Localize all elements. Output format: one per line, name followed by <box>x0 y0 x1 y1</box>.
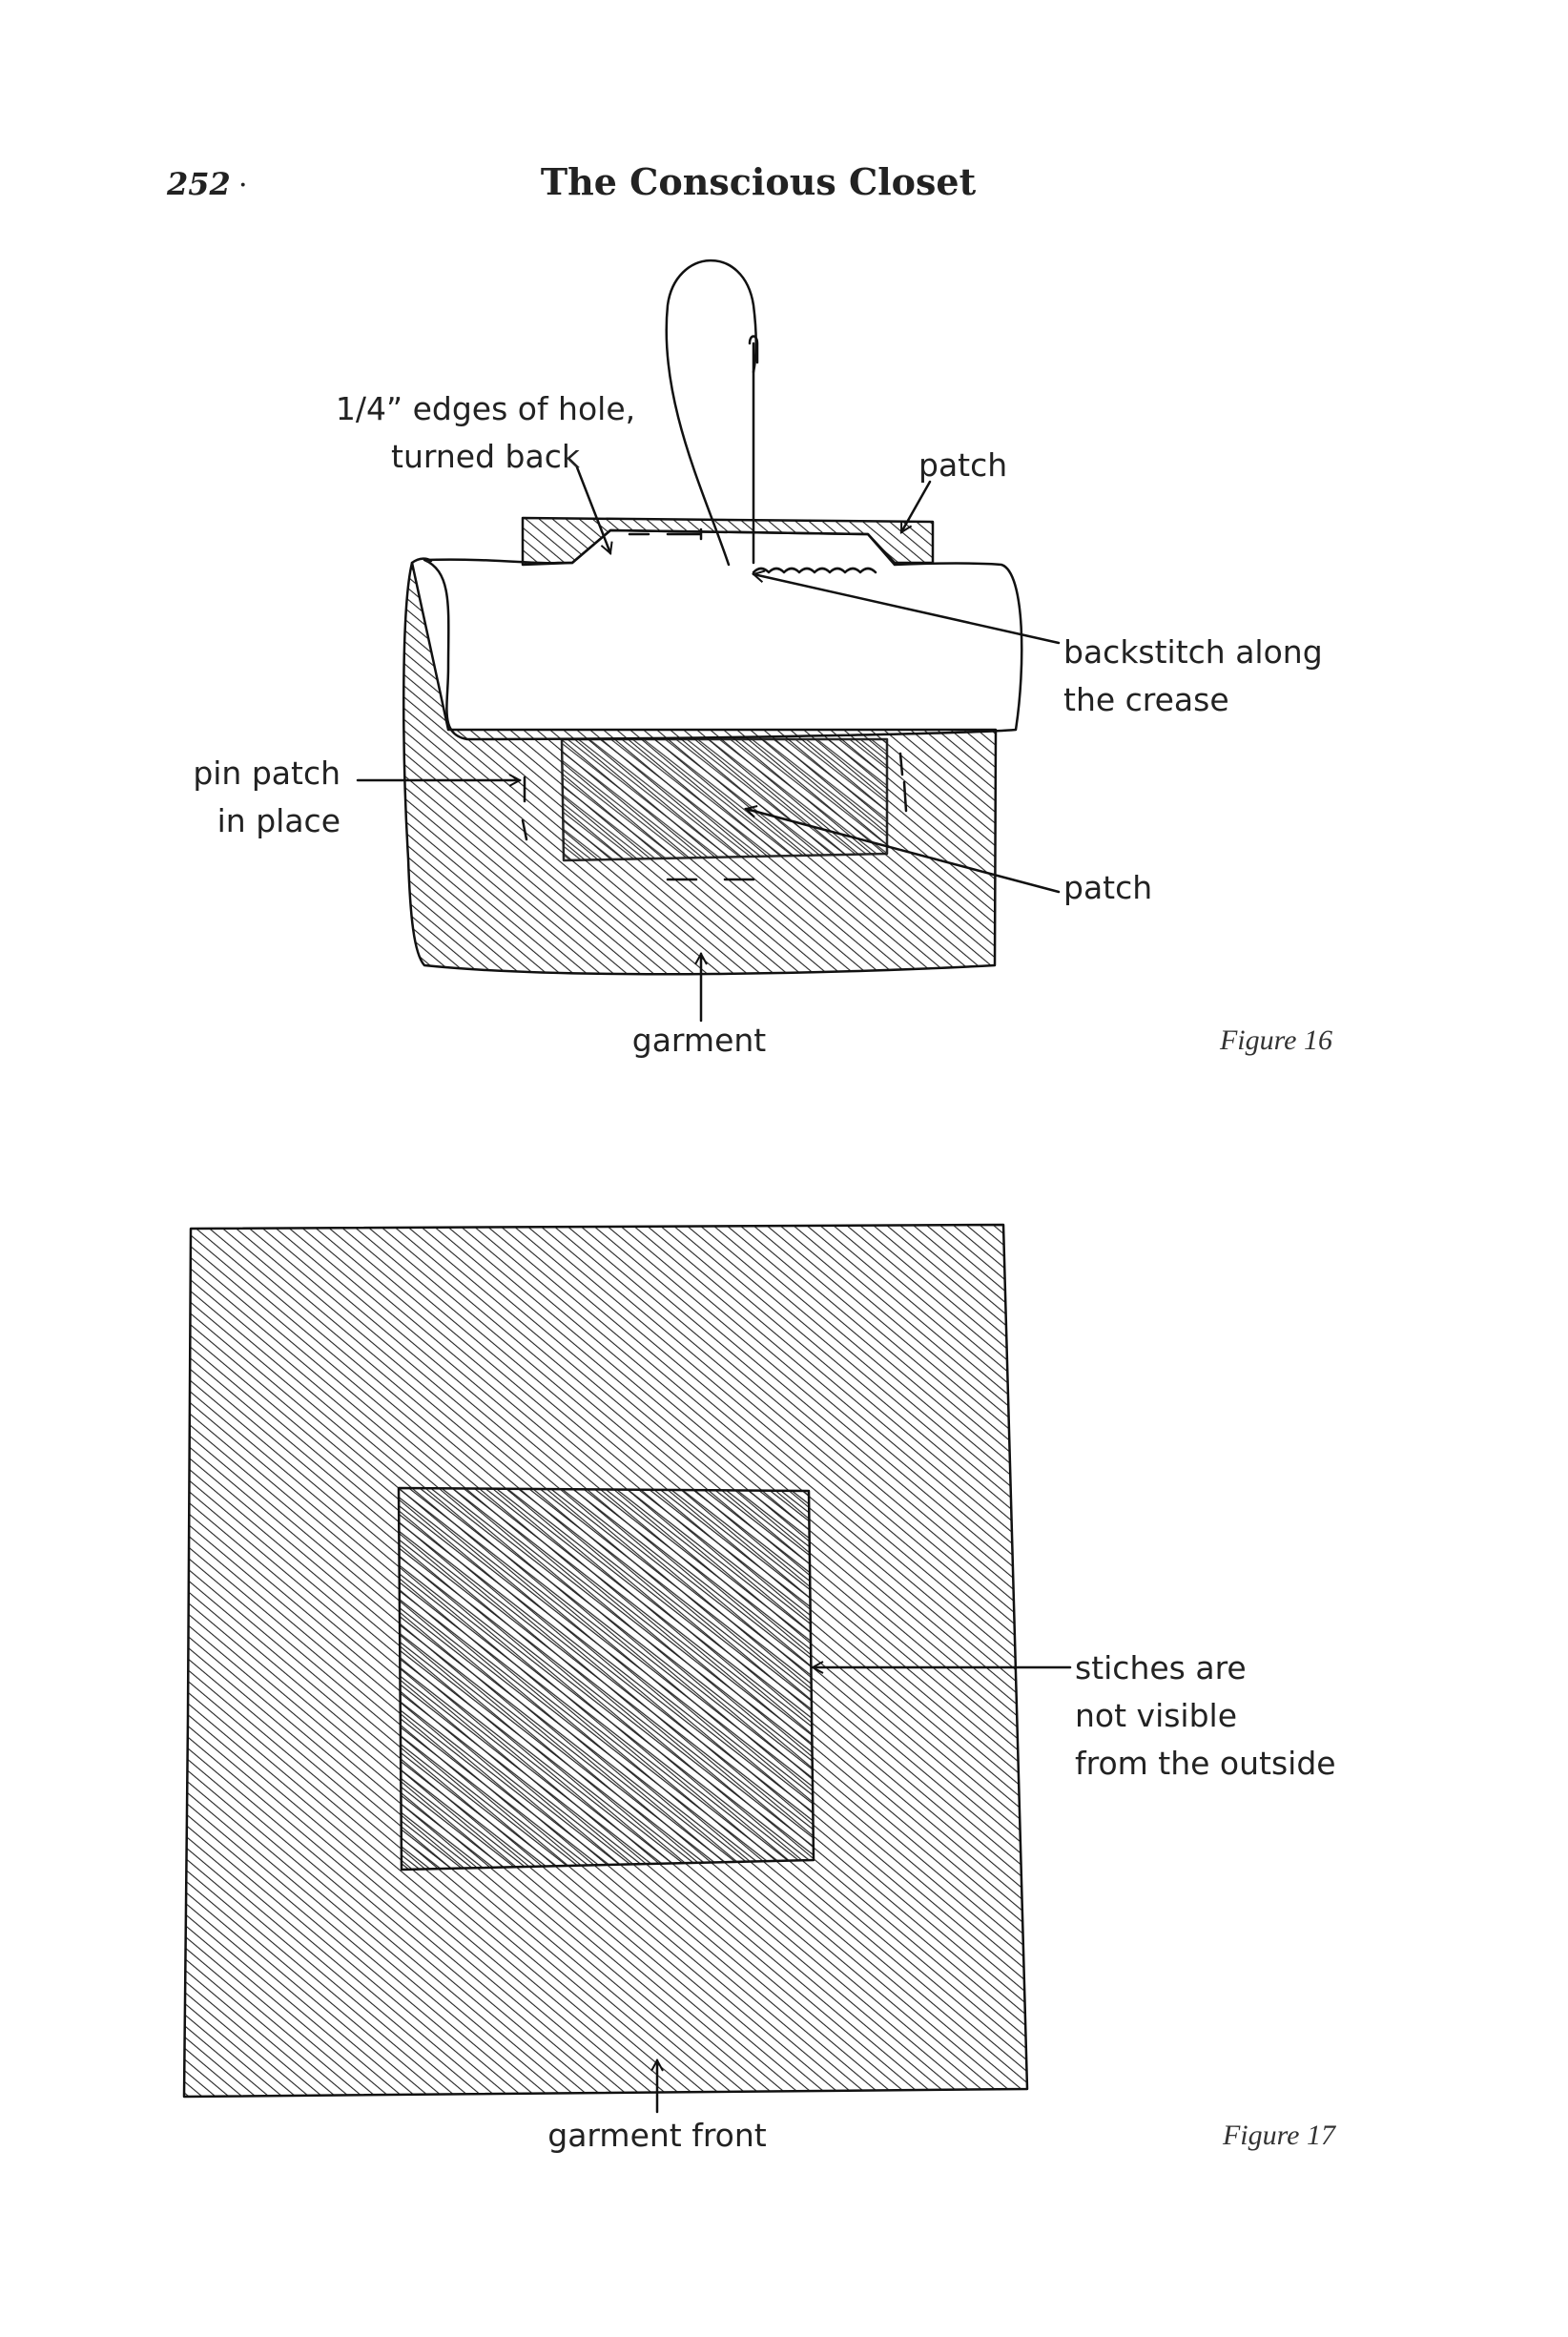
fold-edge <box>410 557 433 565</box>
pin-marks <box>521 527 908 881</box>
book-title: The Conscious Closet <box>541 160 977 203</box>
backstitch-crease <box>752 567 877 574</box>
label-patch-top: patch <box>918 446 1007 484</box>
leader-backstitch <box>753 574 1061 645</box>
label-backstitch-line2: the crease <box>1063 681 1229 718</box>
label-edges-line1: 1/4” edges of hole, <box>336 390 635 427</box>
thread-icon <box>665 259 757 567</box>
needle-icon <box>748 335 759 565</box>
page-number: 252 <box>166 166 231 202</box>
header-separator: · <box>238 169 248 202</box>
folded-fabric-shape <box>423 528 1023 741</box>
label-backstitch-line1: backstitch along <box>1063 633 1323 671</box>
label-edges-line2: turned back <box>391 438 581 475</box>
label-pin-line2: in place <box>217 802 340 839</box>
label-patch-inner: patch <box>1063 869 1152 906</box>
label-stitches-line1: stiches are <box>1075 1649 1247 1686</box>
leader-patch-inner <box>746 809 1061 894</box>
label-stitches-line2: not visible <box>1075 1697 1237 1734</box>
label-garment-front: garment front <box>547 2117 767 2154</box>
leader-edges <box>575 465 610 553</box>
page-header: 252 · The Conscious Closet <box>166 160 977 203</box>
label-pin-line1: pin patch <box>193 755 340 792</box>
label-garment: garment <box>632 1022 767 1059</box>
label-stitches-line3: from the outside <box>1075 1745 1336 1782</box>
figure-16: 1/4” edges of hole, turned back patch ba… <box>193 259 1332 1059</box>
figure-17: stiches are not visible from the outside… <box>182 1223 1337 2154</box>
patch-inner-shape <box>560 737 889 862</box>
patch-visible-shape <box>397 1486 815 1872</box>
figure-17-caption: Figure 17 <box>1222 2120 1337 2151</box>
leader-patch-top <box>899 480 932 532</box>
patch-top-shape <box>521 516 935 567</box>
figure-16-caption: Figure 16 <box>1219 1024 1332 1056</box>
